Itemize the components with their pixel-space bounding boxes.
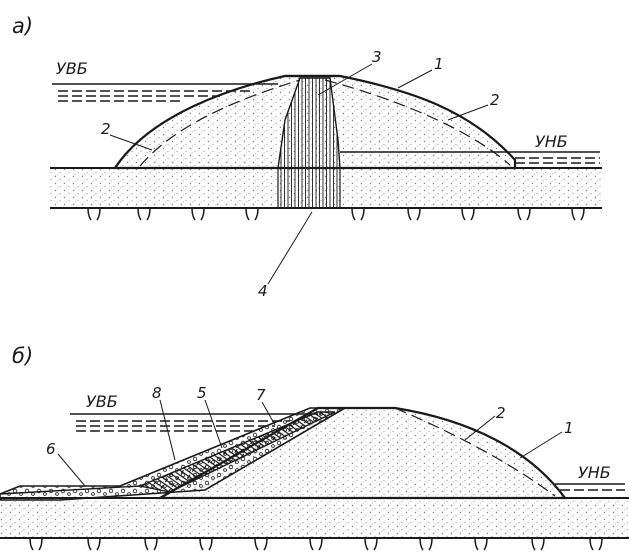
panel-b-leader-lines (57, 399, 563, 487)
panel-b-blanket-top (0, 485, 141, 495)
panel-b-screen-core (137, 411, 336, 493)
panel-b-dam-body (155, 406, 568, 500)
panel-a-leader-lines (109, 63, 489, 285)
panel-a-zone-boundary-upstream (139, 79, 301, 167)
panel-a-callout-2-right: 2 (490, 91, 500, 109)
panel-a-callout-2-left: 2 (101, 120, 111, 138)
panel-a-label: а) (12, 14, 33, 38)
panel-b-callout-8: 8 (152, 384, 162, 402)
panel-b-bedrock-ticks (29, 537, 603, 551)
panel-a-upstream-level-label: УВБ (56, 59, 88, 78)
panel-b-callout-2: 2 (496, 404, 506, 422)
panel-b-protective-layer (0, 407, 348, 501)
panel-a-downstream-water (340, 151, 600, 164)
panel-b-upstream-water (70, 413, 318, 432)
panel-b-callout-5: 5 (197, 384, 207, 402)
panel-b-callout-6: 6 (46, 440, 56, 458)
panel-b-label: б) (12, 344, 33, 368)
panel-b-downstream-level-label: УНБ (578, 463, 611, 482)
panel-b-foundation (0, 498, 629, 538)
panel-a-bedrock-ticks (87, 207, 585, 221)
panel-b-upstream-level-label: УВБ (86, 392, 118, 411)
panel-a-downstream-level-label: УНБ (535, 132, 568, 151)
panel-a-callout-4: 4 (258, 282, 268, 300)
panel-b-downstream-water (555, 483, 625, 491)
panel-b: б) УВБ (0, 344, 629, 551)
panel-a-upstream-water (52, 83, 278, 102)
panel-a: а) (12, 14, 602, 300)
panel-a-callout-3: 3 (372, 48, 382, 66)
panel-b-callout-7: 7 (256, 386, 266, 404)
panel-a-callout-1: 1 (434, 55, 444, 73)
panel-b-zone-boundary (394, 407, 556, 497)
panel-b-callout-1: 1 (564, 419, 574, 437)
panel-a-cutoff (277, 167, 341, 209)
